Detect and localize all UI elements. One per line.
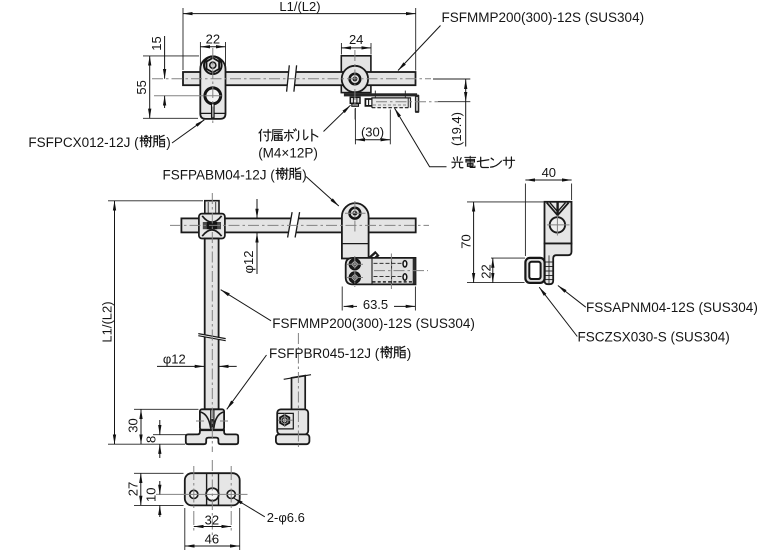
svg-text:32: 32 — [205, 512, 219, 527]
svg-text:): ) — [166, 135, 171, 150]
svg-text:63.5: 63.5 — [363, 297, 388, 312]
svg-text:40: 40 — [542, 165, 556, 180]
svg-text:FSFMMP200(300)-12S (SUS304): FSFMMP200(300)-12S (SUS304) — [272, 316, 475, 331]
svg-text:L1/(L2): L1/(L2) — [100, 301, 115, 342]
svg-text:L1/(L2): L1/(L2) — [279, 0, 320, 14]
svg-text:(M4×12P): (M4×12P) — [258, 146, 318, 161]
svg-text:22: 22 — [206, 32, 220, 47]
svg-text:FSSAPNM04-12S (SUS304): FSSAPNM04-12S (SUS304) — [586, 300, 758, 315]
svg-text:φ12: φ12 — [163, 351, 186, 366]
svg-text:(19.4): (19.4) — [449, 112, 464, 146]
svg-text:): ) — [407, 346, 412, 361]
svg-text:46: 46 — [205, 532, 219, 547]
svg-text:24: 24 — [349, 32, 363, 47]
svg-text:(30): (30) — [361, 124, 384, 139]
svg-text:70: 70 — [458, 234, 473, 248]
svg-text:10: 10 — [143, 487, 158, 501]
svg-text:15: 15 — [149, 36, 164, 50]
svg-text:27: 27 — [125, 482, 140, 496]
svg-text:φ12: φ12 — [241, 251, 256, 274]
svg-text:8: 8 — [144, 436, 159, 443]
svg-text:55: 55 — [134, 80, 149, 94]
svg-text:FSFMMP200(300)-12S (SUS304): FSFMMP200(300)-12S (SUS304) — [442, 10, 645, 25]
svg-text:FSFPABM04-12J (: FSFPABM04-12J ( — [163, 168, 276, 183]
svg-text:2-φ6.6: 2-φ6.6 — [267, 510, 305, 525]
svg-text:): ) — [302, 168, 307, 183]
svg-text:22: 22 — [478, 264, 493, 278]
svg-text:FSFPBR045-12J (: FSFPBR045-12J ( — [269, 346, 380, 361]
svg-text:FSFPCX012-12J (: FSFPCX012-12J ( — [28, 135, 139, 150]
svg-text:FSCZSX030-S (SUS304): FSCZSX030-S (SUS304) — [578, 330, 730, 345]
svg-text:30: 30 — [126, 418, 141, 432]
